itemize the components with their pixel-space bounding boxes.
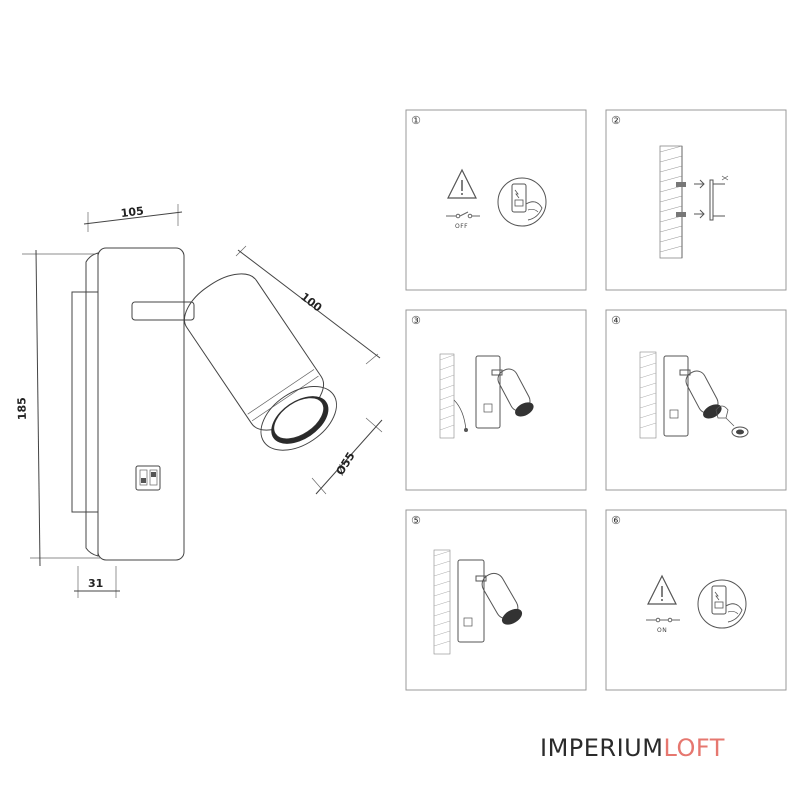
switch-block bbox=[135, 465, 161, 491]
spotlight-head bbox=[184, 273, 337, 451]
dim-height-label: 185 bbox=[15, 397, 29, 420]
step-number: ③ bbox=[411, 314, 421, 327]
step-number: ① bbox=[411, 114, 421, 127]
warning-icon bbox=[647, 574, 677, 605]
dim-width: 105 bbox=[83, 204, 183, 232]
mounting-bracket bbox=[71, 291, 99, 513]
step-panel-5: ⑤ bbox=[405, 509, 587, 691]
lamp-mini bbox=[453, 355, 534, 432]
wall-section bbox=[639, 351, 657, 439]
wall-section bbox=[659, 145, 683, 259]
brand-part-2: LOFT bbox=[663, 734, 725, 762]
brand-logo: IMPERIUMLOFT bbox=[540, 734, 725, 762]
step-panel-4: ④ bbox=[605, 309, 787, 491]
dim-arm: 100 bbox=[235, 245, 381, 365]
wall-section bbox=[433, 549, 451, 655]
bulb-icon bbox=[715, 405, 749, 438]
dim-arm-label: 100 bbox=[298, 290, 324, 315]
step-number: ② bbox=[611, 114, 621, 127]
step-panel-2: ② bbox=[605, 109, 787, 291]
step-panel-1: ① OFF bbox=[405, 109, 587, 291]
dim-depth-label: 31 bbox=[88, 577, 103, 590]
step-number: ④ bbox=[611, 314, 621, 327]
lamp-mini bbox=[457, 559, 523, 643]
warning-icon bbox=[447, 168, 477, 199]
lamp-arm bbox=[131, 301, 195, 321]
brand-part-1: IMPERIUM bbox=[540, 734, 664, 762]
back-plate bbox=[97, 247, 185, 561]
step-number: ⑥ bbox=[611, 514, 621, 527]
hand-switch-icon bbox=[497, 177, 547, 227]
main-lamp-drawing: 105 185 31 100 Ø55 bbox=[15, 204, 383, 598]
hand-switch-icon bbox=[697, 579, 747, 629]
dim-diameter-label: Ø55 bbox=[334, 450, 358, 478]
off-label: OFF bbox=[455, 223, 468, 230]
dim-depth: 31 bbox=[74, 566, 120, 598]
step-panel-3: ③ bbox=[405, 309, 587, 491]
switch-on-icon: ON bbox=[646, 617, 680, 634]
dim-width-label: 105 bbox=[120, 204, 144, 220]
screw-anchor-icon bbox=[676, 175, 729, 221]
back-plate-edge bbox=[85, 252, 99, 557]
switch-off-icon: OFF bbox=[446, 211, 480, 230]
dim-height: 185 bbox=[15, 249, 100, 567]
step-number: ⑤ bbox=[411, 514, 421, 527]
wall-section bbox=[439, 353, 455, 439]
step-panel-6: ⑥ ON bbox=[605, 509, 787, 691]
on-label: ON bbox=[657, 627, 667, 634]
dim-diameter: Ø55 bbox=[311, 417, 383, 495]
